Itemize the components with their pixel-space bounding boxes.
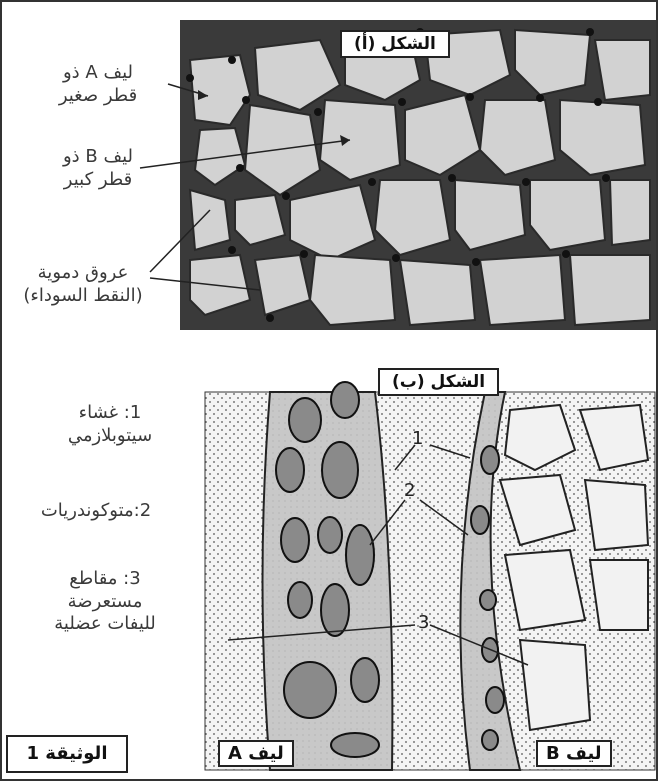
callout-2: 2	[404, 480, 415, 501]
legend-item-3-line3: لليفات عضلية	[30, 613, 180, 636]
label-vessels-line1: عروق دموية	[8, 262, 158, 285]
figure-b-title: الشكل (ب)	[378, 368, 499, 396]
figure-a-title: الشكل (أ)	[340, 30, 450, 58]
legend-item-1-line1: 1: غشاء	[40, 402, 180, 425]
label-fiber-a: ليف A ذو قطر صغير	[28, 62, 168, 107]
callout-3: 3	[418, 612, 429, 633]
label-fiber-b-line2: قطر كبير	[28, 169, 168, 192]
legend-item-1-line2: سيتوبلازمي	[40, 425, 180, 448]
fiber-b-tag: ليف B	[536, 740, 612, 767]
legend-item-3: 3: مقاطع مستعرضة لليفات عضلية	[30, 568, 180, 636]
label-vessels-line2: (النقط السوداء)	[8, 285, 158, 308]
callout-1: 1	[412, 428, 423, 449]
legend-item-3-line2: مستعرضة	[30, 591, 180, 614]
legend-item-3-line1: 3: مقاطع	[30, 568, 180, 591]
label-fiber-b-line1: ليف B ذو	[28, 146, 168, 169]
label-fiber-a-line1: ليف A ذو	[28, 62, 168, 85]
legend-item-2: 2:متوكوندريات	[16, 500, 176, 523]
figure-a-tissue	[140, 20, 656, 330]
label-blood-vessels: عروق دموية (النقط السوداء)	[8, 262, 158, 307]
legend-item-1: 1: غشاء سيتوبلازمي	[40, 402, 180, 447]
legend-item-2-line1: 2:متوكوندريات	[16, 500, 176, 523]
figure-b-micrograph	[205, 382, 655, 770]
document-tag: الوثيقة 1	[6, 735, 128, 773]
label-fiber-b: ليف B ذو قطر كبير	[28, 146, 168, 191]
label-fiber-a-line2: قطر صغير	[28, 85, 168, 108]
fiber-a-tag: ليف A	[218, 740, 294, 767]
